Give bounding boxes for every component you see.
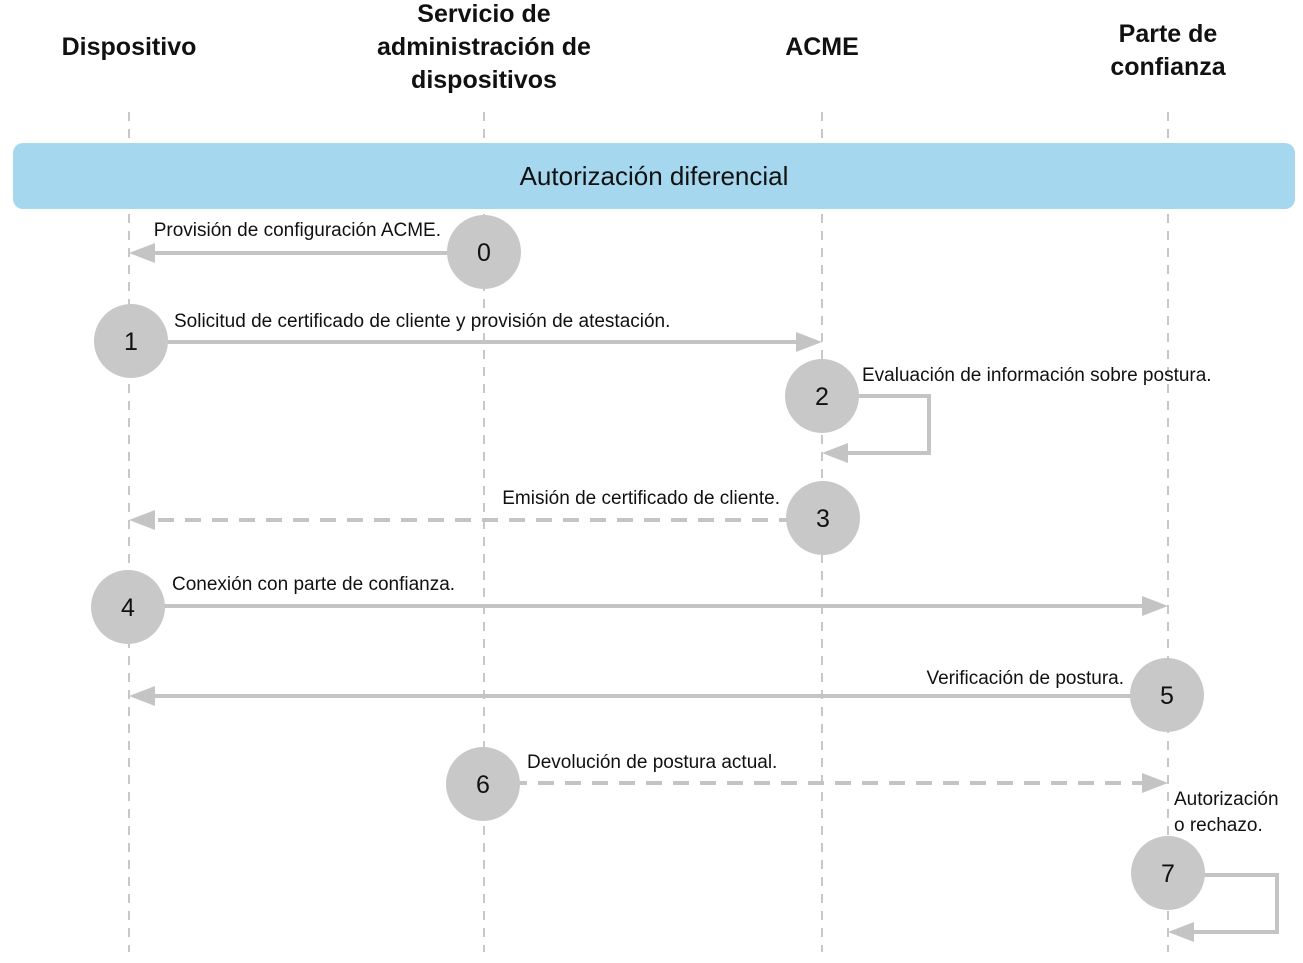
step-7-arrowhead	[1168, 922, 1194, 942]
step-6-label: Devolución de postura actual.	[527, 752, 778, 773]
phase-banner: Autorización diferencial	[13, 143, 1295, 209]
step-5-number: 5	[1160, 682, 1174, 710]
step-3-number: 3	[816, 505, 830, 533]
step-3-badge	[786, 481, 860, 555]
actor-relying-party: Parte de confianza	[1110, 20, 1226, 81]
step-7-number: 7	[1161, 860, 1175, 888]
step-5-arrowhead	[129, 686, 155, 706]
step-7-badge	[1131, 836, 1205, 910]
actor-mdm: Servicio de administración de dispositiv…	[377, 0, 591, 94]
step-4-arrowhead	[1142, 596, 1168, 616]
step-1-arrowhead	[796, 332, 822, 352]
step-5-badge	[1130, 658, 1204, 732]
step-3-label: Emisión de certificado de cliente.	[502, 488, 780, 509]
step-7-label: Autorización o rechazo.	[1174, 789, 1279, 836]
step-6-arrowhead	[1142, 773, 1168, 793]
step-1-number: 1	[124, 328, 138, 356]
actor-device: Dispositivo	[61, 33, 197, 61]
step-2-label: Evaluación de información sobre postura.	[862, 365, 1212, 386]
step-0-arrowhead	[129, 243, 155, 263]
step-2-arrow	[842, 394, 931, 455]
step-7-arrow	[1188, 873, 1279, 934]
step-4-number: 4	[121, 594, 135, 622]
step-2-arrowhead	[822, 443, 848, 463]
step-2-number: 2	[815, 383, 829, 411]
step-1-badge	[94, 304, 168, 378]
step-0-badge	[447, 215, 521, 289]
step-4-badge	[91, 570, 165, 644]
step-1-label: Solicitud de certificado de cliente y pr…	[174, 311, 671, 332]
actor-acme: ACME	[785, 33, 859, 61]
step-0-number: 0	[477, 239, 491, 267]
step-5-label: Verificación de postura.	[926, 668, 1124, 689]
step-4-label: Conexión con parte de confianza.	[172, 574, 456, 595]
step-6-number: 6	[476, 771, 490, 799]
step-6-badge	[446, 747, 520, 821]
step-0-label: Provisión de configuración ACME.	[153, 220, 441, 241]
step-2-badge	[785, 359, 859, 433]
step-3-arrowhead	[129, 510, 155, 530]
